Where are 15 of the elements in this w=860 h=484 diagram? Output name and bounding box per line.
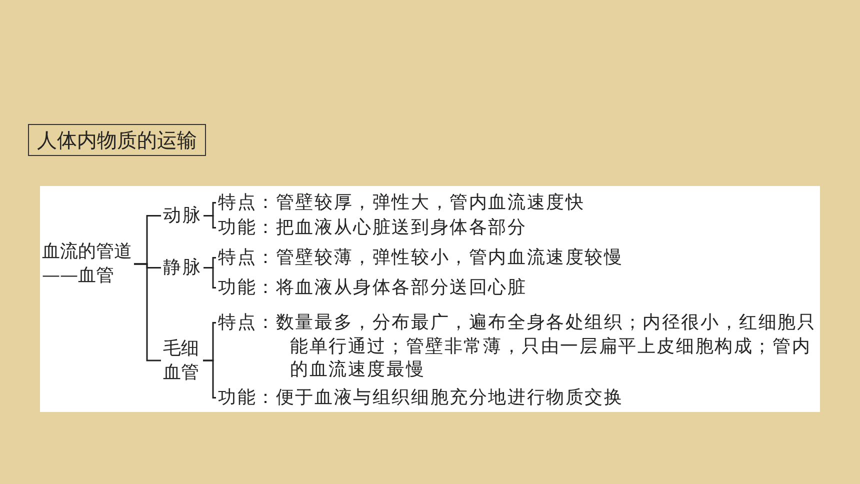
bracket-line: [134, 263, 161, 362]
vessel-label: 毛细血管: [163, 337, 201, 384]
feature-text: 特点：管壁较厚，弹性大，管内血流速度快: [218, 191, 818, 214]
vessel-label: 静脉: [163, 256, 202, 280]
feature-text: 特点：数量最多，分布最广，遍布全身各处组织；内径很小，红细胞只能单行通过；管壁非常薄，只由一层扁平上皮细胞构成；管内的血流速度最慢: [218, 311, 818, 382]
function-text: 功能：便于血液与组织细胞充分地进行物质交换: [218, 386, 818, 410]
bracket-line: [204, 215, 216, 228]
vessel-label: 动脉: [163, 204, 202, 228]
feature-text: 特点：管壁较薄，弹性较小，管内血流速度较慢: [218, 246, 818, 270]
function-text: 功能：将血液从身体各部分送回心脏: [218, 276, 818, 300]
bracket-line: [203, 360, 216, 398]
root-label: 血流的管道——血管: [42, 240, 134, 287]
bracket-line: [204, 267, 216, 288]
title-box: 人体内物质的运输: [28, 124, 206, 156]
function-text: 功能：把血液从心脏送到身体各部分: [218, 216, 818, 240]
